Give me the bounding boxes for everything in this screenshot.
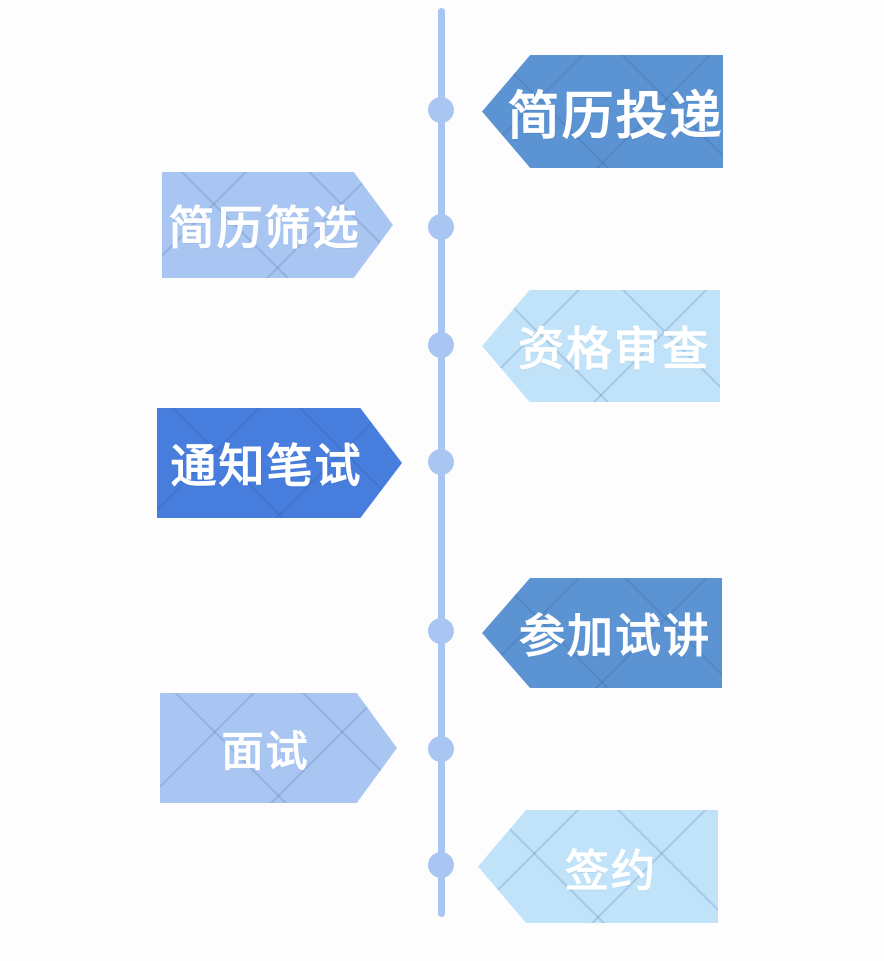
step-label: 参加试讲 bbox=[519, 609, 711, 663]
timeline-node-7 bbox=[428, 852, 454, 878]
step-banner-trial-lecture: 参加试讲 bbox=[482, 578, 722, 688]
timeline-node-6 bbox=[428, 736, 454, 762]
step-label: 简历投递 bbox=[507, 87, 724, 147]
timeline-node-4 bbox=[428, 449, 454, 475]
timeline-node-2 bbox=[428, 214, 454, 240]
step-label: 面试 bbox=[221, 726, 310, 776]
step-label: 通知笔试 bbox=[170, 439, 363, 493]
step-label: 资格审查 bbox=[518, 322, 710, 376]
timeline-node-3 bbox=[428, 332, 454, 358]
timeline-node-1 bbox=[428, 97, 454, 123]
step-banner-resume-screening: 简历筛选 bbox=[162, 172, 393, 278]
step-banner-resume-submission: 简历投递 bbox=[482, 55, 723, 168]
step-banner-contract-signing: 签约 bbox=[478, 810, 718, 923]
step-banner-qualification-review: 资格审查 bbox=[482, 290, 720, 402]
step-banner-written-test-notice: 通知笔试 bbox=[157, 408, 402, 518]
step-label: 签约 bbox=[565, 845, 657, 897]
step-label: 简历筛选 bbox=[168, 201, 361, 255]
timeline-node-5 bbox=[428, 618, 454, 644]
step-banner-interview: 面试 bbox=[160, 693, 397, 803]
